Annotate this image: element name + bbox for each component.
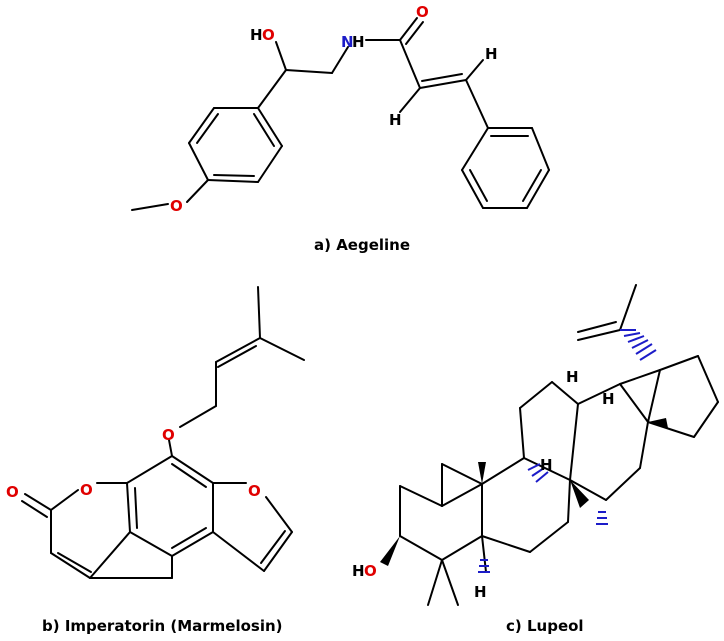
atom-h-lupeol-4: H [474,583,487,601]
caption-aegeline: a) Aegeline [314,236,410,254]
lupeol-stereo-bonds [380,329,668,573]
atom-o-hydroxyl: O [262,26,275,44]
caption-lupeol: c) Lupeol [506,617,584,635]
caption-imperatorin: b) Imperatorin (Marmelosin) [42,617,283,635]
atom-h-vinyl-1: H [485,45,498,63]
lupeol-bonds [399,284,719,606]
atom-h-lupeol-3: H [540,456,553,474]
atom-o-methoxy: O [170,197,183,215]
molecule-imperatorin: O O O O b) Imperatorin (Marmelosin) [6,286,305,635]
atom-o-lupeol-hydroxyl: O [364,562,377,580]
atom-o-carbonyl: O [416,3,429,21]
atom-h-vinyl-2: H [389,111,402,129]
atom-h-lupeol-1: H [602,390,615,408]
atom-o-carbonyl-b: O [6,483,19,501]
atom-h-amide: H [352,33,365,51]
aegeline-bonds [131,17,550,211]
molecule-aegeline: O H O N H O H H a) Aegeline [131,3,550,254]
atom-h-lupeol-2: H [566,368,579,386]
atom-h-lupeol-hydroxyl: H [352,562,365,580]
atom-n-amide: N [341,33,354,51]
imperatorin-bonds [21,286,305,579]
atom-h-hydroxyl: H [250,26,263,44]
atom-o-lactone: O [80,481,93,499]
molecule-lupeol: H H H H H O c) Lupeol [352,284,719,635]
atom-o-ether: O [162,426,175,444]
atom-o-furan: O [248,482,261,500]
